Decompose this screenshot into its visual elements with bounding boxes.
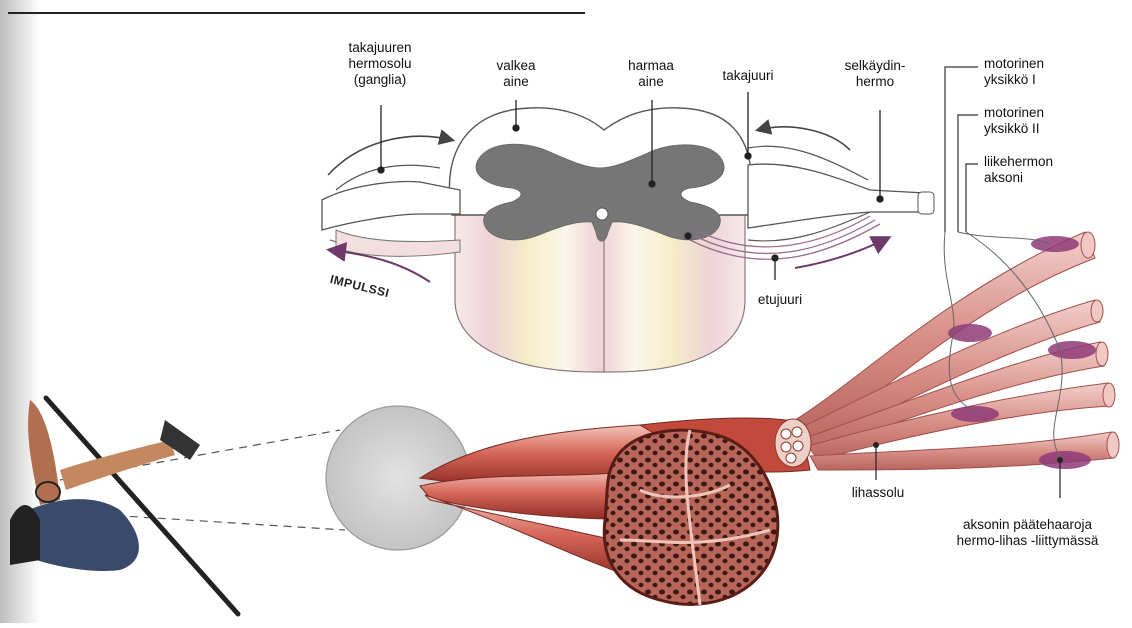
label-white-matter: valkea aine <box>480 58 552 90</box>
label-dorsal-root-ganglion: takajuuren hermosolu (ganglia) <box>330 40 430 88</box>
pole-vaulter-figure <box>10 398 238 614</box>
label-axon-terminals: aksonin päätehaaroja hermo-lihas -liitty… <box>935 517 1120 549</box>
muscle-fibers <box>795 232 1119 498</box>
label-muscle-cell: lihassolu <box>838 485 918 501</box>
end-plate <box>951 406 999 422</box>
label-motor-unit-2: motorinen yksikkö II <box>984 105 1044 137</box>
muscle-bundle <box>326 406 811 605</box>
label-gray-matter: harmaa aine <box>615 58 687 90</box>
end-plate <box>948 324 992 342</box>
motor-unit-lines <box>945 67 978 232</box>
label-dorsal-root: takajuuri <box>708 68 788 84</box>
label-ventral-root: etujuuri <box>750 292 810 308</box>
end-plate <box>1048 341 1096 359</box>
sensory-arrow <box>328 136 452 175</box>
label-motor-axon: liikehermon aksoni <box>984 154 1053 186</box>
label-spinal-nerve: selkäydin- hermo <box>830 58 920 90</box>
end-plate <box>1031 236 1079 252</box>
end-plate <box>1039 451 1091 469</box>
spinal-cord <box>322 108 934 372</box>
label-motor-unit-1: motorinen yksikkö I <box>984 56 1044 88</box>
